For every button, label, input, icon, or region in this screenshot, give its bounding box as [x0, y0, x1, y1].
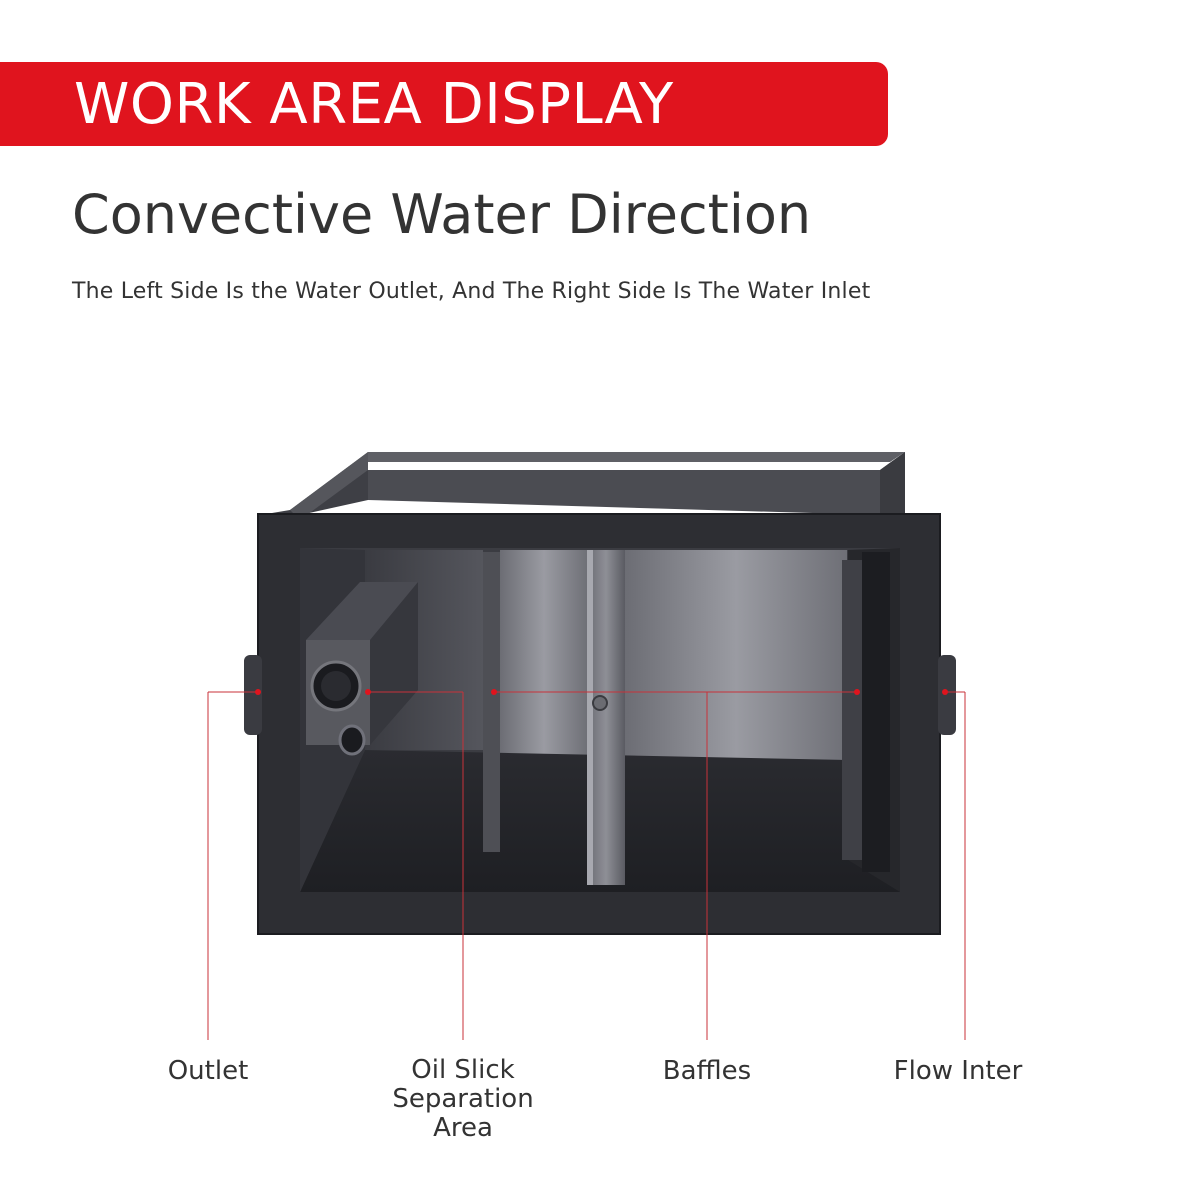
callout-label-oil-slick: Oil Slick Separation Area — [392, 1055, 534, 1143]
baffles — [483, 550, 862, 885]
title-banner: WORK AREA DISPLAY — [0, 62, 888, 146]
oil-separation-box — [306, 582, 418, 756]
callout-label-flow-inter: Flow Inter — [893, 1056, 1023, 1086]
callout-lines — [207, 689, 966, 1040]
side-pipes — [244, 655, 956, 735]
callout-label-baffles: Baffles — [662, 1056, 752, 1086]
banner-title: WORK AREA DISPLAY — [74, 71, 674, 137]
page-title: Convective Water Direction — [72, 183, 812, 246]
callout-label-outlet: Outlet — [167, 1056, 249, 1086]
page-subtitle: The Left Side Is the Water Outlet, And T… — [72, 279, 871, 304]
tank-top-rim — [260, 452, 905, 530]
